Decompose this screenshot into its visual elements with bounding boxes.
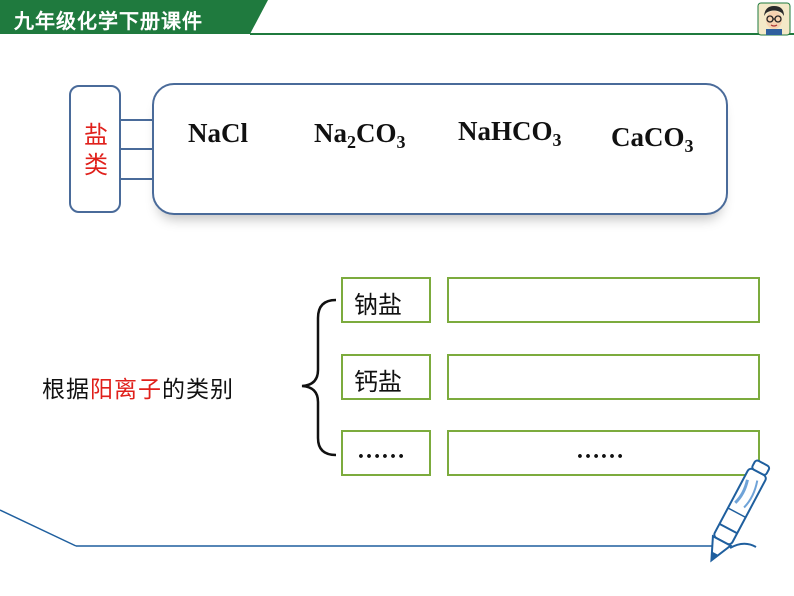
formula-nahco3: NaHCO3: [458, 116, 562, 150]
header-title: 九年级化学下册课件: [14, 9, 203, 33]
other-salt-label: ……: [357, 438, 405, 464]
sodium-salt-label: 钠盐: [354, 291, 402, 319]
classification-label: 根据阳离子的类别: [42, 377, 234, 403]
teacher-avatar-icon: [757, 2, 791, 36]
sodium-salt-answer-box[interactable]: [447, 277, 760, 323]
salt-category-label: 盐 类: [84, 121, 108, 179]
other-salt-label-box: [341, 430, 431, 476]
highlight-cation: 阳离子: [90, 377, 162, 403]
calcium-salt-answer-box[interactable]: [447, 354, 760, 400]
header-bar: [0, 0, 794, 35]
other-salt-answer: ……: [576, 438, 624, 464]
formula-nacl: NaCl: [188, 118, 248, 148]
salt-category-box: [69, 85, 121, 213]
other-salt-answer-box[interactable]: [447, 430, 760, 476]
calcium-salt-label-box: [341, 354, 431, 400]
sodium-salt-label-box: [341, 277, 431, 323]
formula-na2co3: Na2CO3: [314, 118, 406, 152]
connector-line: [121, 148, 152, 150]
connector-line: [121, 178, 152, 180]
connector-line: [121, 119, 152, 121]
calcium-salt-label: 钙盐: [354, 368, 402, 396]
formula-box: [152, 83, 728, 215]
formula-caco3: CaCO3: [611, 122, 694, 156]
